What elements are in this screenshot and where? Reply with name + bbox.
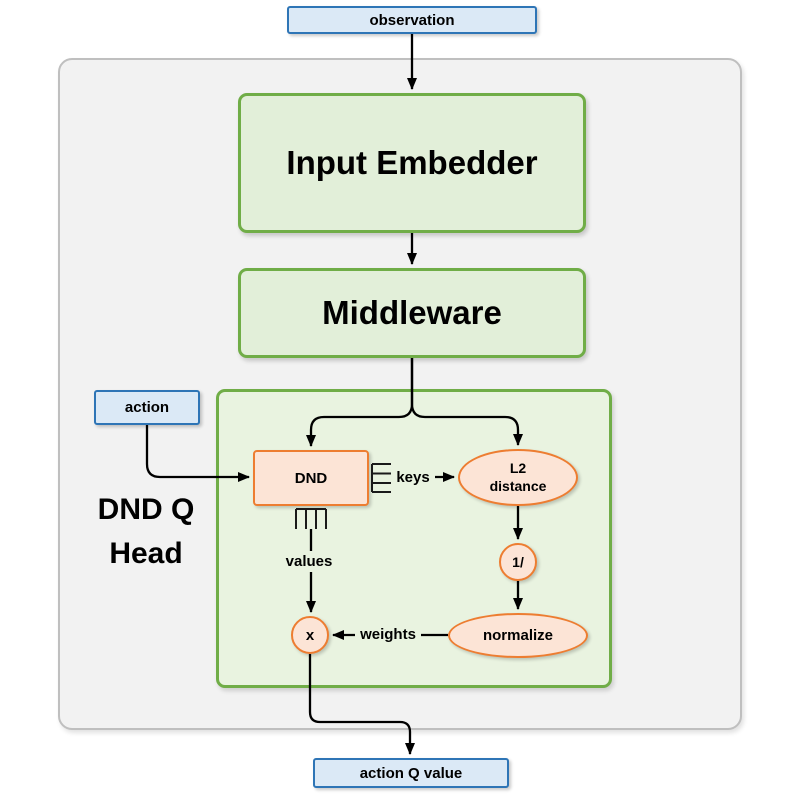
node-normalize: normalize [448, 613, 588, 658]
edge-label-weights-text: weights [360, 626, 416, 643]
dnd-q-head-title: DND Q Head [70, 488, 222, 575]
node-multiply-label: x [305, 626, 315, 644]
node-l2-distance-label: L2 distance [490, 460, 547, 495]
node-l2-line1: L2 [509, 460, 527, 476]
dnd-q-head-title-line1: DND Q [97, 493, 195, 526]
edge-label-values: values [279, 551, 339, 572]
node-dnd: DND [253, 450, 369, 506]
node-normalize-label: normalize [482, 627, 554, 644]
node-input-embedder-label: Input Embedder [286, 144, 538, 181]
node-observation-label: observation [369, 11, 455, 29]
node-input-embedder: Input Embedder [238, 93, 586, 233]
node-observation: observation [287, 6, 537, 34]
node-action-q-value-label: action Q value [359, 764, 463, 782]
node-action: action [94, 390, 200, 425]
dnd-q-head-title-line2: Head [109, 536, 183, 570]
edge-label-keys-text: keys [396, 469, 430, 486]
node-multiply: x [291, 616, 329, 654]
node-middleware-label: Middleware [322, 294, 502, 331]
edge-label-weights: weights [355, 624, 421, 645]
node-action-label: action [124, 399, 170, 416]
node-middleware: Middleware [238, 268, 586, 358]
node-l2-line2: distance [489, 477, 547, 494]
node-reciprocal: 1/ [499, 543, 537, 581]
node-dnd-label: DND [294, 469, 328, 487]
edge-label-keys: keys [392, 467, 434, 488]
node-action-q-value: action Q value [313, 758, 509, 788]
node-l2-distance: L2 distance [458, 449, 578, 506]
node-reciprocal-label: 1/ [512, 554, 524, 570]
edge-label-values-text: values [285, 553, 333, 570]
